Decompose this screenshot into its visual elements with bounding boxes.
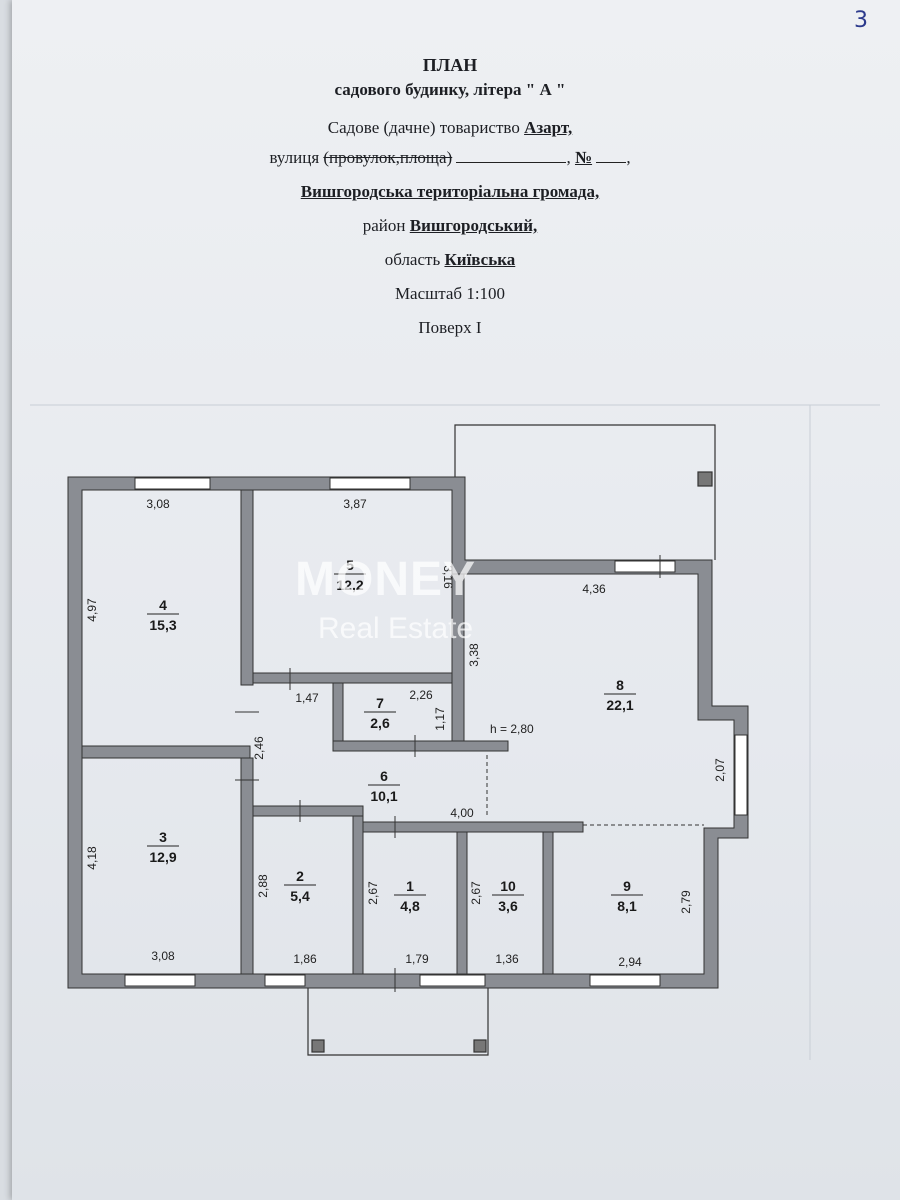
dimension-label: 2,07: [713, 758, 727, 782]
room-8: 822,1: [604, 677, 636, 713]
dimension-label: 2,67: [366, 881, 380, 905]
room-number: 7: [376, 695, 384, 711]
room-number: 9: [623, 878, 631, 894]
dimension-label: 4,97: [85, 598, 99, 622]
region-value: Київська: [444, 250, 516, 269]
street-blank: [456, 148, 567, 163]
room-number: 10: [500, 878, 516, 894]
dimension-label: 4,00: [450, 806, 474, 820]
dimension-label: 2,88: [256, 874, 270, 898]
dimension-label: 1,86: [293, 952, 317, 966]
dimension-label: 1,36: [495, 952, 519, 966]
dimension-label: 2,94: [618, 955, 642, 969]
dimension-labels: 3,08 3,87 4,97 3,16 4,36 3,38 1,47 2,261,17 2,46…: [85, 497, 727, 969]
dimension-label: 4,18: [85, 846, 99, 870]
room-number: 6: [380, 768, 388, 784]
plan-subtitle: садового будинку, літера " А ": [334, 80, 566, 99]
room-9: 98,1: [611, 878, 643, 914]
room-5: 512,2: [334, 557, 366, 593]
room-3: 312,9: [147, 829, 179, 865]
room-number: 4: [159, 597, 167, 613]
room-labels: 415,3512,2312,972,6610,1822,125,414,8103…: [147, 557, 643, 914]
dimension-label: 1,17: [433, 707, 447, 731]
openings: [235, 555, 704, 992]
height-note: h = 2,80: [490, 722, 534, 736]
dimension-label: 2,46: [252, 736, 266, 760]
room-number: 2: [296, 868, 304, 884]
street-line: вулиця (провулок,площа) , № ,: [269, 148, 631, 167]
society-label: Садове (дачне) товариство: [327, 118, 520, 137]
room-area: 12,2: [336, 577, 363, 593]
dimension-label: 2,67: [469, 881, 483, 905]
room-number: 8: [616, 677, 624, 693]
room-number: 3: [159, 829, 167, 845]
room-number: 1: [406, 878, 414, 894]
dimension-label: 3,16: [441, 565, 455, 589]
district-label: район: [362, 216, 406, 235]
watermark-brand: MONEY: [295, 553, 477, 606]
region-line: область Київська: [0, 250, 900, 270]
room-10: 103,6: [492, 878, 524, 914]
watermark-sub: Real Estate: [318, 612, 474, 645]
room-area: 2,6: [370, 715, 390, 731]
interior-walls: [81, 489, 584, 975]
grid: [30, 404, 880, 1060]
street-struck: (провулок,площа): [323, 148, 453, 167]
room-number: 5: [346, 557, 354, 573]
room-2: 25,4: [284, 868, 316, 904]
scale: Масштаб 1:100: [394, 284, 506, 303]
street-label: вулиця: [269, 148, 320, 167]
room-area: 4,8: [400, 898, 420, 914]
room-4: 415,3: [147, 597, 179, 633]
room-7: 72,6: [364, 695, 396, 731]
page-number: 3: [854, 8, 868, 33]
dimension-label: 1,79: [405, 952, 429, 966]
room-area: 8,1: [617, 898, 637, 914]
dimension-label: 3,38: [467, 643, 481, 667]
district-line: район Вишгородський,: [0, 216, 900, 236]
room-area: 12,9: [149, 849, 176, 865]
room-6: 610,1: [368, 768, 400, 804]
dimension-label: 2,26: [409, 688, 433, 702]
dimension-label: 3,87: [343, 497, 367, 511]
dimension-label: 1,47: [295, 691, 319, 705]
windows: [124, 477, 748, 987]
region-label: область: [384, 250, 441, 269]
society-line: Садове (дачне) товариство Азарт,: [0, 118, 900, 138]
society-value: Азарт,: [524, 118, 573, 137]
room-area: 5,4: [290, 888, 310, 904]
street-num-label: №: [574, 148, 593, 167]
room-area: 15,3: [149, 617, 176, 633]
dimension-label: 3,08: [151, 949, 175, 963]
dimension-label: 2,79: [679, 890, 693, 914]
district-value: Вишгородський,: [409, 216, 538, 235]
exterior-walls: [67, 476, 749, 989]
plan-title: ПЛАН: [422, 55, 478, 75]
room-area: 22,1: [606, 697, 633, 713]
dimension-label: 3,08: [146, 497, 170, 511]
street-num-blank: [596, 148, 627, 163]
floor: Поверх I: [418, 318, 482, 337]
room-1: 14,8: [394, 878, 426, 914]
community: Вишгородська територіальна громада,: [300, 182, 600, 201]
dimension-label: 4,36: [582, 582, 606, 596]
room-area: 10,1: [370, 788, 397, 804]
room-area: 3,6: [498, 898, 518, 914]
